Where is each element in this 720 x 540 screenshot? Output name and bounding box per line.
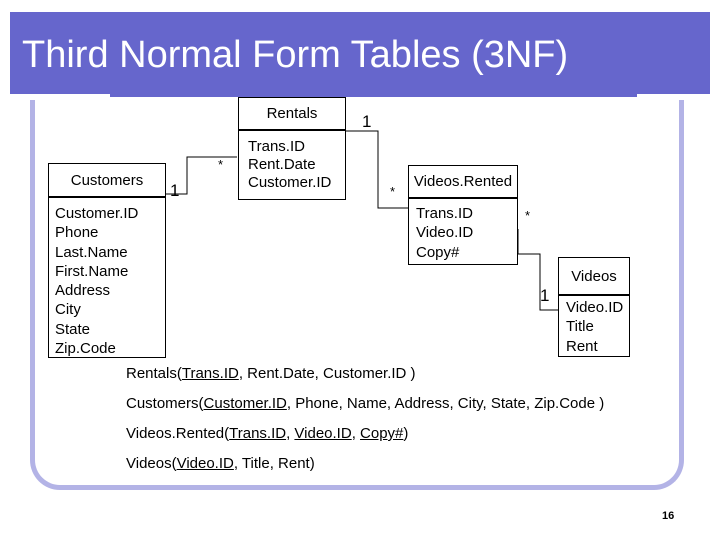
page-number: 16: [662, 510, 675, 522]
schema-customers-rest: , Phone, Name, Address, City, State, Zip…: [286, 395, 605, 412]
schema-videos: Videos(Video.ID, Title, Rent): [126, 455, 315, 472]
videos-table-fields: Video.ID Title Rent: [558, 295, 630, 357]
schema-videos-rented-key3: Copy#: [360, 425, 404, 442]
videos-rented-field-copy: Copy#: [416, 243, 460, 261]
schema-rentals-key: Trans.ID: [181, 365, 239, 382]
customers-field-address: Address: [55, 282, 111, 300]
customers-rentals-many-label: *: [218, 157, 224, 172]
videos-rented-field-video-id: Video.ID: [416, 224, 474, 242]
customers-field-customer-id: Customer.ID: [55, 205, 139, 222]
schema-videos-key: Video.ID: [176, 455, 234, 472]
schema-customers: Customers(Customer.ID, Phone, Name, Addr…: [126, 395, 604, 412]
customers-table-header: Customers: [70, 172, 144, 189]
videos-rented-field-trans-id: Trans.ID: [416, 205, 473, 222]
schema-videos-rented-name: Videos.Rented(: [126, 425, 230, 442]
schema-videos-rest: , Title, Rent): [233, 455, 315, 472]
rentals-field-customer-id: Customer.ID: [248, 174, 332, 191]
videos-field-title: Title: [566, 318, 594, 336]
schema-customers-name: Customers(: [126, 395, 204, 412]
title-underline: [110, 93, 637, 97]
schema-videos-name: Videos(: [126, 455, 177, 472]
rentals-field-trans-id: Trans.ID: [248, 138, 305, 155]
schema-videos-rented-sep1: ,: [286, 425, 295, 442]
videos-field-video-id: Video.ID: [566, 299, 624, 316]
videos-rented-table-header-box: Videos.Rented: [408, 165, 518, 198]
customers-table-header-box: Customers: [48, 163, 166, 197]
slide-title: Third Normal Form Tables (3NF): [22, 34, 569, 76]
customers-field-last-name: Last.Name: [55, 243, 128, 261]
videos-field-rent: Rent: [566, 337, 598, 355]
customers-field-zip-code: Zip.Code: [55, 340, 116, 358]
videos-table-header: Videos: [571, 268, 617, 285]
schema-rentals-name: Rentals(: [126, 365, 182, 382]
schema-videos-rented: Videos.Rented(Trans.ID, Video.ID, Copy#): [126, 425, 408, 442]
schema-videos-rented-sep2: ,: [351, 425, 361, 442]
schema-videos-rented-rest: ): [403, 425, 409, 442]
customers-field-state: State: [55, 320, 91, 338]
rentals-videos-rented-connector: [346, 130, 408, 209]
customers-rentals-one-label: 1: [170, 181, 180, 200]
schema-customers-key: Customer.ID: [203, 395, 287, 412]
videos-rented-table-header: Videos.Rented: [413, 173, 513, 190]
rentals-videos-rented-many-label: *: [390, 184, 396, 199]
customers-field-phone: Phone: [55, 224, 99, 242]
videos-videos-rented-one-label: 1: [540, 286, 550, 305]
rentals-table-fields: Trans.ID Rent.Date Customer.ID: [238, 130, 346, 200]
slide-frame: [30, 100, 684, 490]
videos-table-header-box: Videos: [558, 257, 630, 295]
customers-field-first-name: First.Name: [55, 262, 129, 280]
schema-videos-rented-key1: Trans.ID: [229, 425, 287, 442]
videos-rented-table-fields: Trans.ID Video.ID Copy#: [408, 198, 518, 265]
videos-videos-rented-connector: [517, 229, 558, 311]
rentals-videos-rented-one-label: 1: [362, 112, 372, 131]
rentals-field-rent-date: Rent.Date: [248, 156, 316, 173]
customers-field-city: City: [55, 301, 81, 319]
videos-videos-rented-many-label: *: [525, 208, 531, 223]
customers-table-fields: Customer.ID Phone Last.Name First.Name A…: [48, 197, 166, 358]
rentals-table-header-box: Rentals: [238, 97, 346, 130]
rentals-table-header: Rentals: [266, 105, 318, 122]
schema-rentals-rest: , Rent.Date, Customer.ID ): [238, 365, 416, 382]
customers-rentals-connector: [166, 156, 237, 195]
schema-rentals: Rentals(Trans.ID, Rent.Date, Customer.ID…: [126, 365, 416, 382]
schema-videos-rented-key2: Video.ID: [294, 425, 352, 442]
title-bar: [10, 12, 710, 94]
